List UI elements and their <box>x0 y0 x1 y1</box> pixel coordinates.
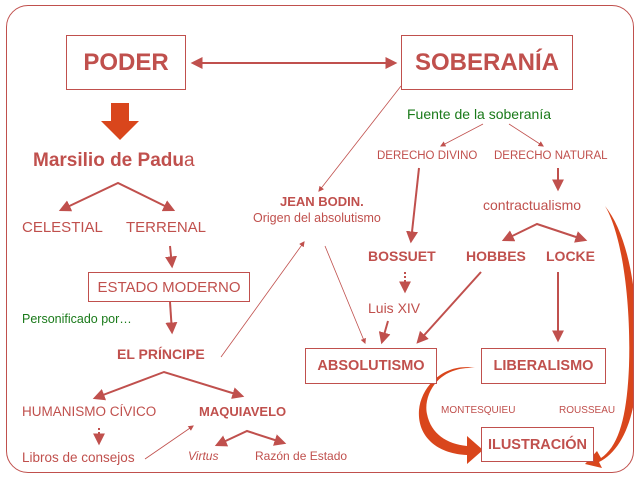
terrenal-label: TERRENAL <box>126 219 207 236</box>
estado-principe-arrow <box>165 301 178 335</box>
absolutismo-box: ABSOLUTISMO <box>305 348 437 384</box>
connector-layer <box>58 57 633 468</box>
contract-split-arrows <box>501 222 588 243</box>
ilustracion-label: ILUSTRACIÓN <box>487 436 588 453</box>
principe-bodin-arrow <box>220 241 305 358</box>
rousseau-label: ROUSSEAU <box>559 405 616 416</box>
libros-consejos-label: Libros de consejos <box>22 450 135 465</box>
personificado-label: Personificado por… <box>22 312 132 326</box>
liberalismo-label: LIBERALISMO <box>493 358 594 374</box>
fuente-natural-arrow <box>508 123 544 147</box>
montesquieu-label: MONTESQUIEU <box>441 405 516 416</box>
marsilio-tail: a <box>183 150 195 171</box>
hobbes-label: HOBBES <box>466 248 526 264</box>
fuente-soberania-label: Fuente de la soberanía <box>407 106 551 122</box>
bodin-absolutismo-arrow <box>324 245 366 345</box>
razon-estado-label: Razón de Estado <box>255 449 348 463</box>
ilustracion-box: ILUSTRACIÓN <box>481 427 594 462</box>
humanismo-civico-label: HUMANISMO CÍVICO <box>22 404 157 419</box>
poder-box: PODER <box>66 35 186 90</box>
virtus-label: Virtus <box>188 449 219 463</box>
el-principe-label: EL PRÍNCIPE <box>117 346 205 362</box>
fuente-divino-arrow <box>440 123 484 147</box>
soberania-bodin-arrow <box>318 85 402 192</box>
soberania-box: SOBERANÍA <box>401 35 573 90</box>
divino-bossuet-arrow <box>406 167 420 244</box>
luis-absolutismo-arrow <box>378 320 391 345</box>
principe-split-arrows <box>92 370 245 401</box>
estado-moderno-box: ESTADO MODERNO <box>88 272 250 302</box>
maquiavelo-split-arrows <box>214 429 287 447</box>
poder-down-block-arrow <box>101 103 139 140</box>
marsilio-split-arrows <box>58 181 176 212</box>
liberalismo-box: LIBERALISMO <box>481 348 606 384</box>
absolutismo-label: ABSOLUTISMO <box>317 358 425 374</box>
soberania-label: SOBERANÍA <box>414 48 559 76</box>
jean-bodin-label: JEAN BODIN. <box>280 194 364 209</box>
contractualismo-label: contractualismo <box>483 197 582 213</box>
bossuet-label: BOSSUET <box>368 248 436 264</box>
estado-moderno-label: ESTADO MODERNO <box>97 278 241 296</box>
origen-absolutismo-label: Origen del absolutismo <box>253 211 381 225</box>
luis-xiv-label: Luis XIV <box>368 300 421 316</box>
derecho-natural-label: DERECHO NATURAL <box>494 150 608 162</box>
terrenal-estado-arrow <box>165 245 178 269</box>
libros-maquiavelo-arrow <box>144 425 194 460</box>
celestial-label: CELESTIAL <box>22 219 103 236</box>
hobbes-absolutismo-arrow <box>416 271 482 344</box>
maquiavelo-label: MAQUIAVELO <box>199 404 287 419</box>
absolutismo-ilustracion-curve <box>418 367 483 464</box>
concept-map: PODER SOBERANÍA ESTADO MODERNO ABSOLUTIS… <box>6 5 634 473</box>
marsilio-label: Marsilio de Padua <box>33 151 195 170</box>
locke-label: LOCKE <box>546 248 595 264</box>
marsilio-main: Marsilio de Padu <box>33 150 184 171</box>
poder-label: PODER <box>83 48 169 76</box>
derecho-divino-label: DERECHO DIVINO <box>377 150 478 162</box>
